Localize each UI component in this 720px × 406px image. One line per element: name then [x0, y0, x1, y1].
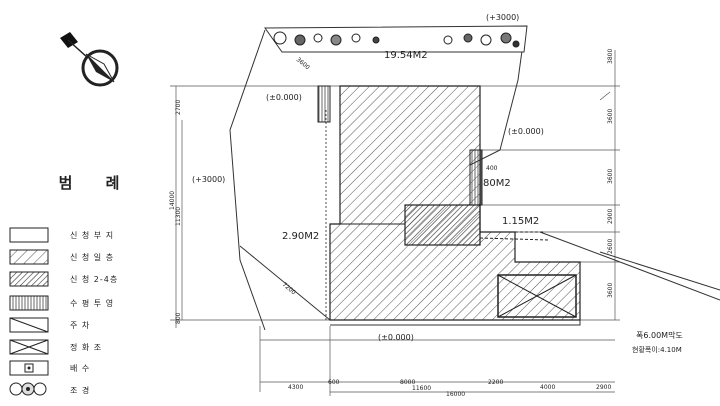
- landscape-strip: [264, 25, 528, 53]
- level-top-right: (+3000): [486, 13, 519, 22]
- dim-right-3: 3600: [607, 169, 614, 184]
- swatch-parking: [9, 317, 49, 333]
- dim-bottom-2: 600: [328, 379, 340, 386]
- level-right: (±0.000): [508, 127, 544, 136]
- north-arrow-icon: [60, 32, 119, 87]
- dim-bottom-4: 2200: [488, 379, 503, 386]
- road-note-line2: 현황폭이:4.10M: [632, 345, 682, 354]
- dim-bottom-6: 2900: [596, 384, 611, 391]
- building-floor1: [329, 85, 581, 321]
- swatch-floor2-4: [9, 271, 49, 287]
- legend: 범 례 신 청 부 지 신 청 일 층 신 청 2-4층 수: [9, 174, 134, 396]
- swatch-septic: [9, 339, 49, 355]
- legend-label-parking: 주 차: [70, 321, 90, 330]
- area-landscape: 19.54M2: [384, 50, 428, 61]
- dim-bottom-1: 4300: [288, 384, 303, 391]
- level-upper-left: (±0.000): [266, 93, 302, 102]
- parking-area: [497, 274, 577, 318]
- dim-bottom-3: 8000: [400, 379, 415, 386]
- dim-left-outer: 14000: [169, 191, 176, 210]
- dim-right-small: 400: [486, 165, 498, 172]
- swatch-projection: [9, 295, 49, 311]
- site-boundary: [229, 29, 720, 331]
- swatch-site: [9, 227, 49, 243]
- legend-label-drain: 배 수: [70, 364, 90, 373]
- dim-left-b: 11300: [175, 207, 182, 226]
- dim-corner-a: 3600: [295, 56, 311, 71]
- dim-bottom-total2: 16000: [446, 391, 465, 398]
- projection-strip-left: [317, 85, 331, 123]
- dimension-lines: [170, 50, 620, 396]
- projection-strip-right: [469, 149, 483, 206]
- dim-bottom-5: 4000: [540, 384, 555, 391]
- swatch-floor1: [9, 249, 49, 265]
- legend-label-floor1: 신 청 일 층: [70, 253, 114, 262]
- dim-bottom-total1: 11600: [412, 385, 431, 392]
- dim-right-5: 2600: [607, 239, 614, 254]
- swatch-drain: [9, 360, 49, 376]
- area-c: 1.15M2: [502, 216, 539, 227]
- legend-title: 범 례: [59, 174, 134, 192]
- legend-label-site: 신 청 부 지: [70, 231, 114, 240]
- dim-corner-b: 7200: [281, 281, 297, 296]
- dim-right-4: 2900: [607, 209, 614, 224]
- area-b: 80M2: [483, 178, 511, 189]
- dim-right-2: 3600: [607, 109, 614, 124]
- dim-right-1: 3800: [607, 49, 614, 64]
- swatch-landscape: [9, 382, 47, 396]
- legend-label-projection: 수 평 투 영: [70, 298, 114, 308]
- legend-label-landscape: 조 경: [70, 385, 90, 395]
- dim-left-c: 800: [175, 312, 182, 324]
- level-bottom: (±0.000): [378, 333, 414, 342]
- stairs: [479, 231, 549, 241]
- dim-right-6: 3600: [607, 283, 614, 298]
- legend-label-floor2-4: 신 청 2-4층: [70, 275, 118, 284]
- building-floor2-4: [404, 204, 481, 246]
- area-a: 2.90M2: [282, 231, 319, 242]
- dim-left-a: 2700: [175, 100, 182, 115]
- road-note-line1: 폭6.00M막도: [636, 330, 683, 340]
- legend-label-septic: 정 화 조: [70, 342, 102, 352]
- level-left: (+3000): [192, 175, 225, 184]
